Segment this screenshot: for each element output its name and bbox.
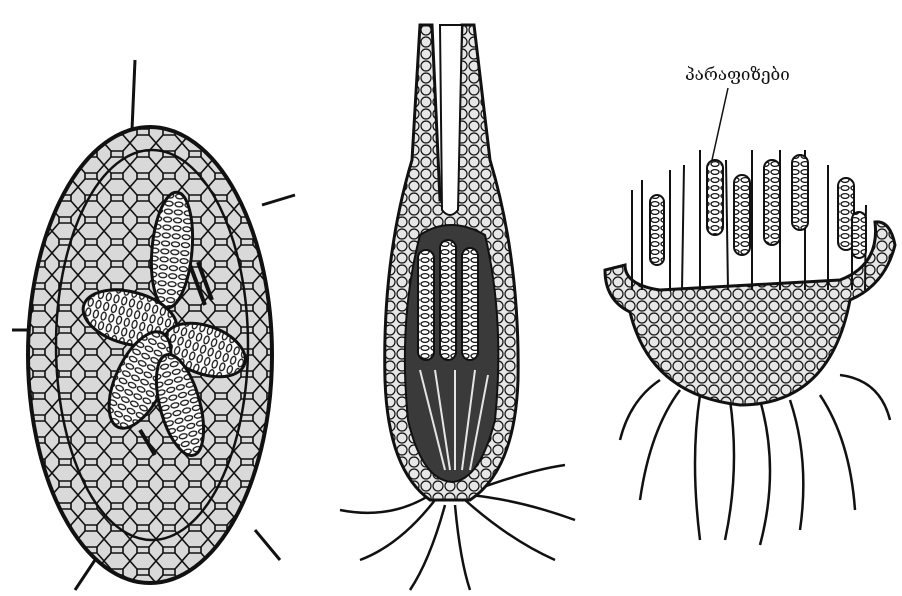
panel-apothecium: პარაფიზები bbox=[605, 65, 895, 545]
paraphyses-label: პარაფიზები bbox=[685, 65, 790, 85]
panel-perithecium bbox=[340, 25, 575, 590]
panel-cleistothecium bbox=[12, 60, 295, 590]
label-leader-line bbox=[712, 88, 728, 160]
ostiole-canal bbox=[440, 25, 462, 215]
